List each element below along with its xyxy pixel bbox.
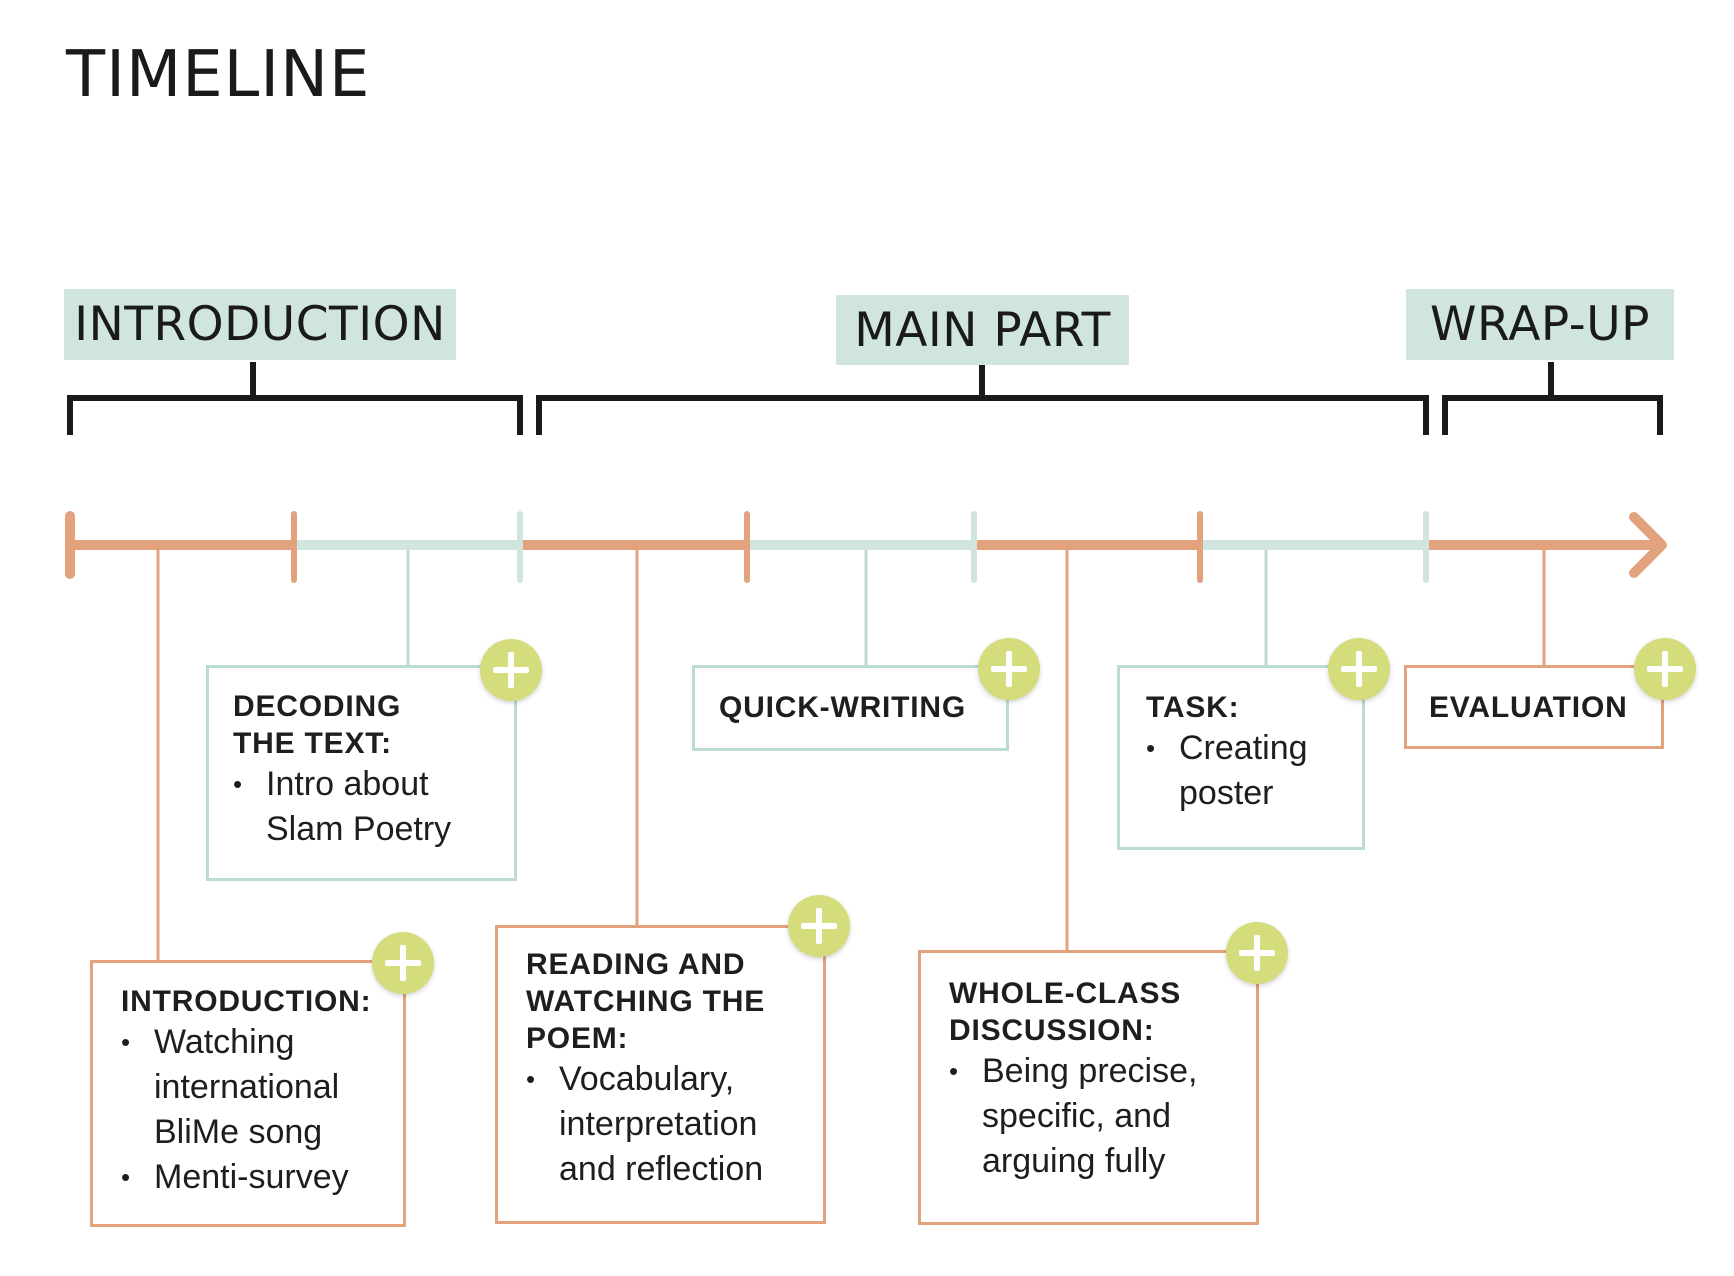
card-quick-writing: QUICK-WRITING xyxy=(692,665,1009,751)
axis-ticks xyxy=(65,511,1429,583)
bracket-wrap-up xyxy=(1442,362,1663,435)
page-title: TIMELINE xyxy=(66,38,371,112)
plus-circle-icon[interactable] xyxy=(788,895,850,957)
card-bullet-list: Intro about Slam Poetry xyxy=(233,762,514,852)
card-title: READING AND WATCHING THE POEM: xyxy=(526,948,766,1055)
card-task: TASK: Creating poster xyxy=(1117,665,1365,850)
card-title: WHOLE-CLASS DISCUSSION: xyxy=(949,977,1182,1047)
plus-circle-icon[interactable] xyxy=(978,638,1040,700)
phase-label-wrap-up: WRAP-UP xyxy=(1406,289,1674,360)
plus-circle-icon[interactable] xyxy=(372,932,434,994)
card-introduction: INTRODUCTION: Watching international Bli… xyxy=(90,960,406,1227)
card-decoding-the-text: DECODING THE TEXT: Intro about Slam Poet… xyxy=(206,665,517,881)
card-bullet-list: Watching international BliMe song Menti-… xyxy=(121,1020,403,1200)
card-bullet-list: Creating poster xyxy=(1146,726,1362,816)
card-reading-and-watching: READING AND WATCHING THE POEM: Vocabular… xyxy=(495,925,826,1224)
plus-circle-icon[interactable] xyxy=(1226,922,1288,984)
card-title: INTRODUCTION: xyxy=(121,985,372,1018)
list-item: Creating poster xyxy=(1146,726,1362,816)
card-title: EVALUATION xyxy=(1429,691,1628,724)
list-item: Watching international BliMe song xyxy=(121,1020,403,1155)
bracket-main-part xyxy=(536,362,1429,435)
phase-label-introduction: INTRODUCTION xyxy=(64,289,456,360)
card-bullet-list: Being precise, specific, and arguing ful… xyxy=(949,1049,1256,1184)
plus-circle-icon[interactable] xyxy=(1634,638,1696,700)
list-item: Vocabulary, interpretation and reflectio… xyxy=(526,1057,823,1192)
card-evaluation: EVALUATION xyxy=(1404,665,1664,749)
bracket-introduction xyxy=(67,362,523,435)
card-title: DECODING THE TEXT: xyxy=(233,690,402,760)
card-title: QUICK-WRITING xyxy=(719,691,967,724)
connectors xyxy=(156,545,1546,960)
plus-circle-icon[interactable] xyxy=(1328,638,1390,700)
card-whole-class-discussion: WHOLE-CLASS DISCUSSION: Being precise, s… xyxy=(918,950,1259,1225)
phase-brackets xyxy=(67,362,1663,435)
list-item: Being precise, specific, and arguing ful… xyxy=(949,1049,1256,1184)
list-item: Menti-survey xyxy=(121,1155,403,1200)
plus-circle-icon[interactable] xyxy=(480,639,542,701)
list-item: Intro about Slam Poetry xyxy=(233,762,514,852)
card-bullet-list: Vocabulary, interpretation and reflectio… xyxy=(526,1057,823,1192)
axis-arrowhead xyxy=(1629,512,1667,578)
phase-label-main-part: MAIN PART xyxy=(836,295,1129,365)
card-title: TASK: xyxy=(1146,691,1240,724)
